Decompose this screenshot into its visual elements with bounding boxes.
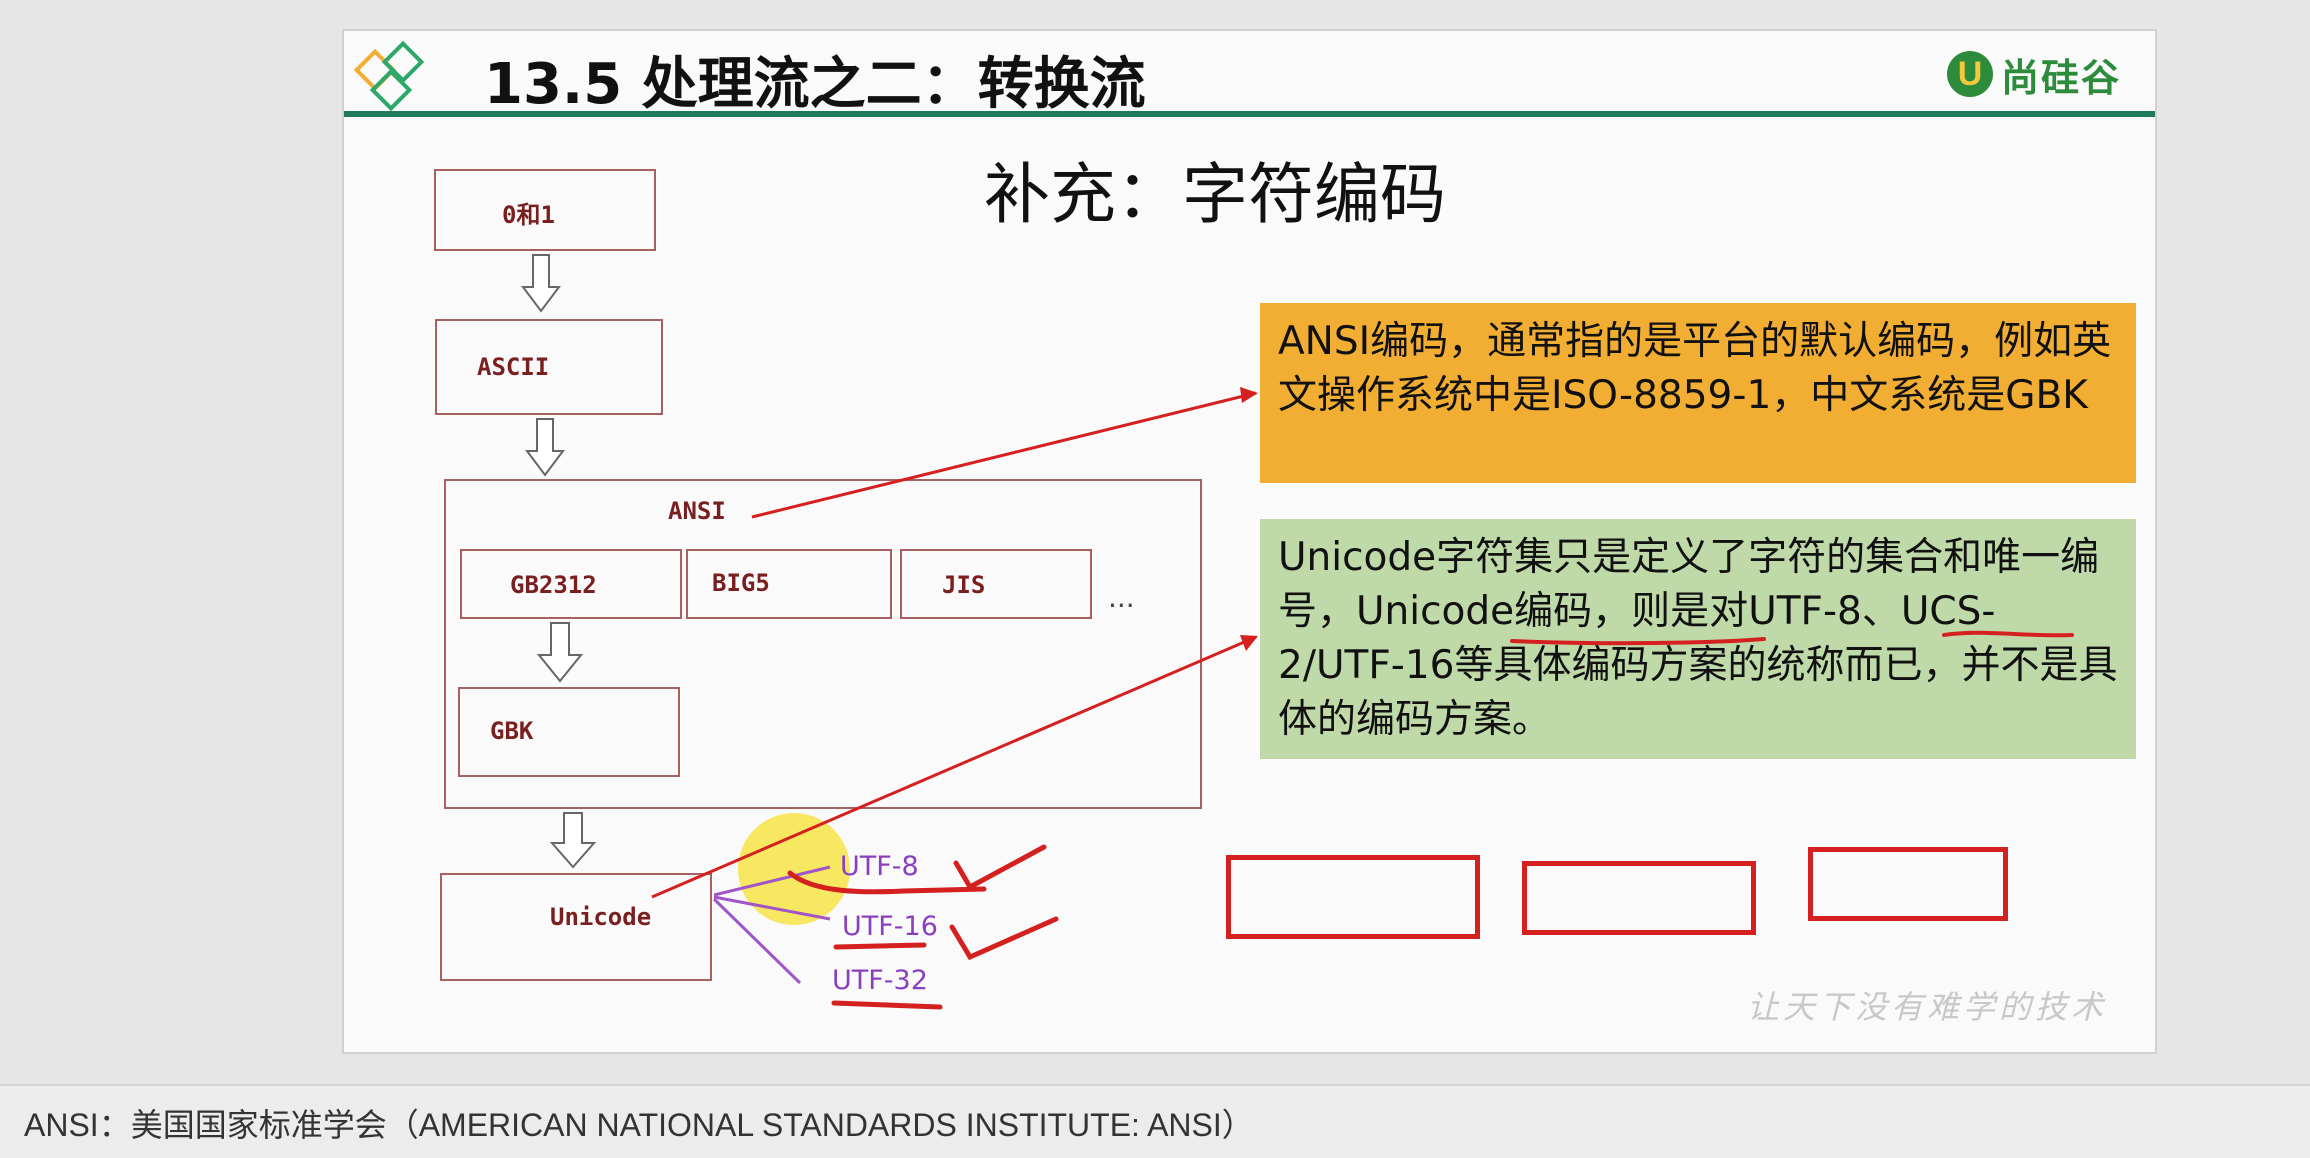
box-jis: JIS	[900, 549, 1092, 619]
unicode-note-part1: Unicode字符集只是定义了字符的集合和唯一编号，	[1278, 535, 2100, 634]
box-ansi-label: ANSI	[668, 497, 726, 525]
box-unicode: Unicode	[440, 873, 712, 981]
header-divider	[344, 111, 2155, 117]
slide-header: 13.5 处理流之二：转换流 U 尚硅谷	[344, 31, 2155, 117]
box-jis-label: JIS	[942, 571, 986, 599]
box-gbk-label: GBK	[490, 717, 534, 745]
brand-name: 尚硅谷	[2000, 55, 2121, 100]
caption-text: ANSI：美国国家标准学会（AMERICAN NATIONAL STANDARD…	[24, 1107, 1254, 1143]
annotation-overlay	[651, 387, 2074, 1010]
caption-bar: ANSI：美国国家标准学会（AMERICAN NATIONAL STANDARD…	[0, 1084, 2310, 1158]
unicode-note-part3: ，则是对	[1592, 589, 1749, 634]
slide: 13.5 处理流之二：转换流 U 尚硅谷 补充：字符编码 0和1 ASCII A…	[342, 29, 2157, 1054]
arrow-down-icon	[525, 418, 565, 477]
arrow-down-icon	[521, 254, 561, 313]
box-big5: BIG5	[686, 549, 892, 619]
unicode-note-part5: 、UCS-2/UTF-16等具体编码方案的统称而已，并不是具体的编码方案。	[1278, 589, 2118, 742]
box-big5-label: BIG5	[712, 569, 770, 597]
arrow-down-icon	[536, 622, 584, 683]
unicode-note-part4: UTF-8	[1748, 589, 1862, 634]
box-ascii-label: ASCII	[477, 353, 550, 381]
box-binary: 0和1	[434, 169, 656, 251]
box-ascii: ASCII	[435, 319, 663, 415]
box-gbk: GBK	[458, 687, 680, 777]
callout-ansi-note: ANSI编码，通常指的是平台的默认编码，例如英文操作系统中是ISO-8859-1…	[1260, 303, 2136, 483]
callout-unicode-note: Unicode字符集只是定义了字符的集合和唯一编号，Unicode编码，则是对U…	[1260, 519, 2136, 759]
arrow-down-icon	[549, 812, 597, 869]
cursor-highlight	[738, 813, 850, 925]
label-utf16: UTF-16	[842, 911, 938, 942]
red-annotation-box	[1226, 855, 1480, 939]
box-gb2312: GB2312	[460, 549, 682, 619]
box-unicode-label: Unicode	[550, 903, 652, 931]
label-utf8: UTF-8	[840, 851, 919, 882]
brand-logo: U 尚硅谷	[1946, 43, 2121, 105]
box-ellipsis: ...	[1108, 581, 1135, 614]
red-annotation-box	[1522, 861, 1756, 935]
red-annotation-box	[1808, 847, 2008, 921]
brand-mark-icon: U	[1946, 51, 1993, 97]
slide-title: 13.5 处理流之二：转换流	[484, 52, 1146, 117]
slide-watermark: 让天下没有难学的技术	[1746, 988, 2107, 1026]
slide-subtitle: 补充：字符编码	[984, 156, 1446, 233]
label-utf32: UTF-32	[832, 965, 928, 996]
diamond-logo-icon	[353, 40, 425, 112]
box-binary-label: 0和1	[502, 201, 555, 229]
unicode-note-part2: Unicode编码	[1356, 589, 1593, 634]
box-gb2312-label: GB2312	[510, 571, 597, 599]
